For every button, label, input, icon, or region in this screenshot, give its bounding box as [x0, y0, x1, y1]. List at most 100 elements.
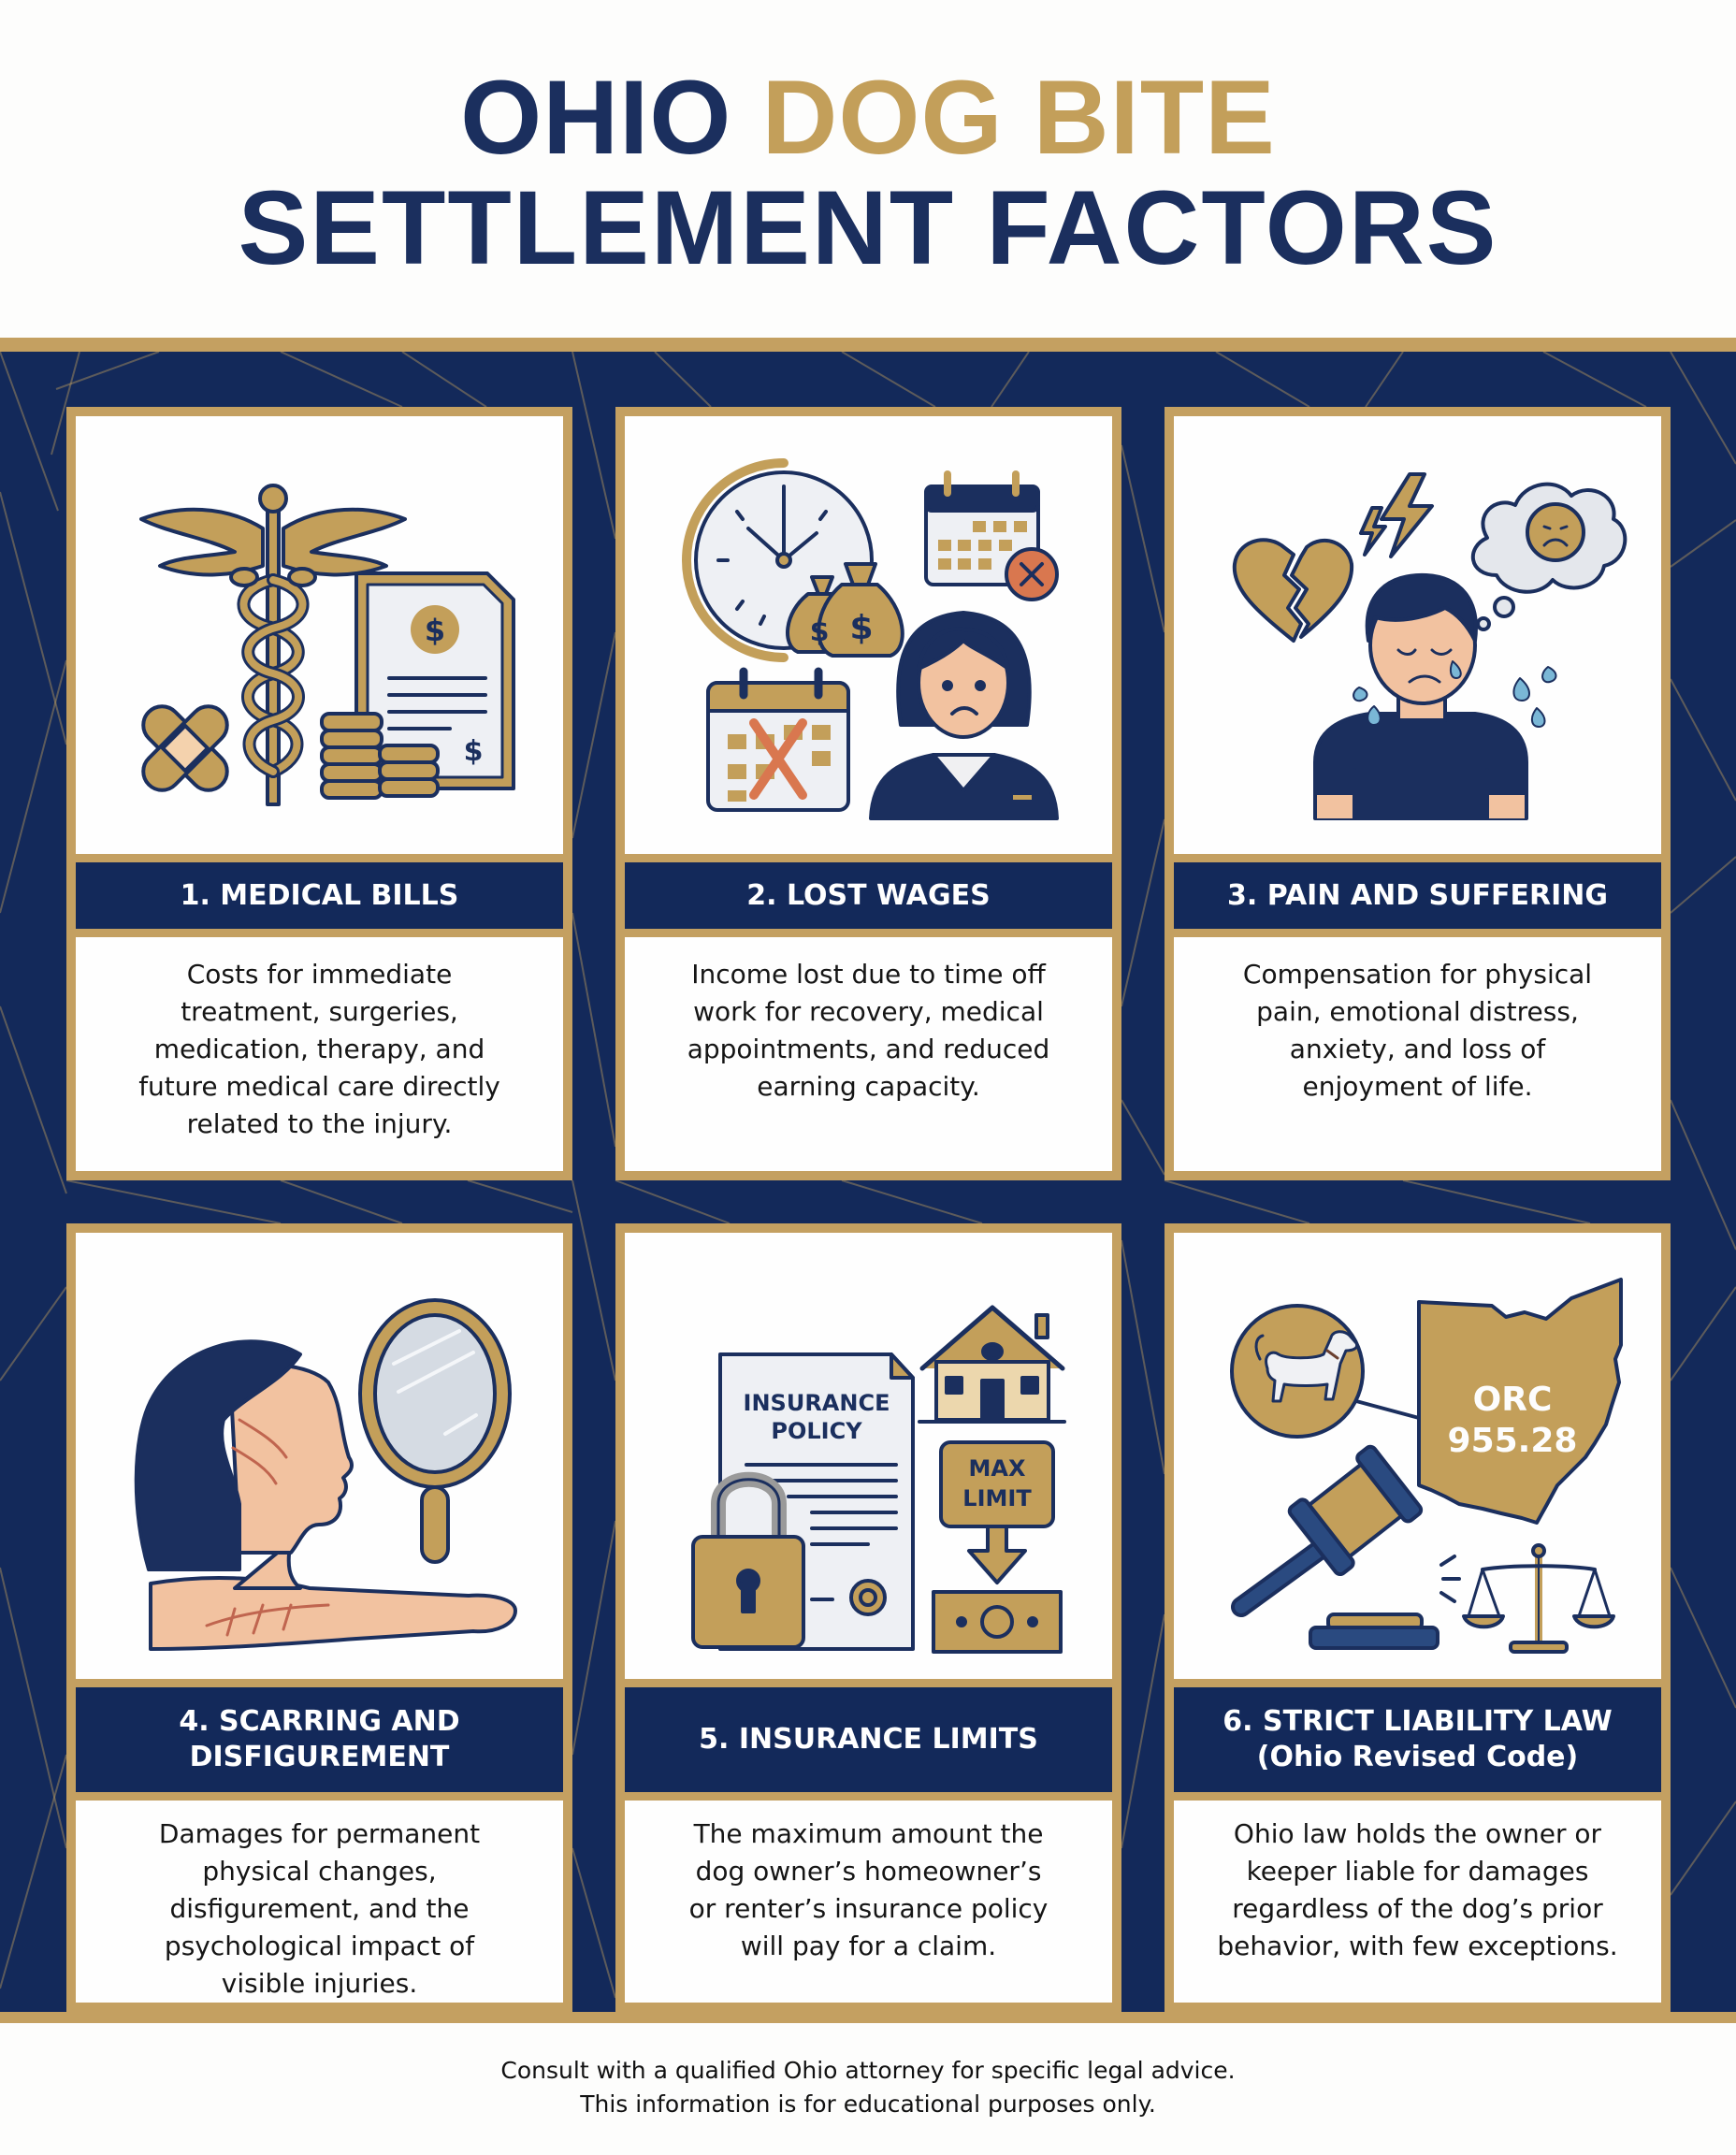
svg-text:$: $ [849, 609, 873, 647]
description-line: pain, emotional distress, [1256, 996, 1579, 1027]
svg-text:955.28: 955.28 [1448, 1422, 1578, 1460]
card-title-line: (Ohio Revised Code) [1256, 1741, 1579, 1773]
card-title-line: 1. MEDICAL BILLS [180, 878, 459, 912]
card-title-line: 3. PAIN AND SUFFERING [1227, 878, 1608, 912]
svg-text:LIMIT: LIMIT [962, 1485, 1032, 1511]
description-line: enjoyment of life. [1302, 1071, 1533, 1102]
coin-stack-icon [320, 712, 440, 800]
caduceus-icon [139, 484, 407, 806]
card-divider [625, 854, 1112, 862]
description-line: future medical care directly [138, 1071, 500, 1102]
factor-card-lost-wages: $ $ [615, 407, 1121, 1180]
card-title-line: 6. STRICT LIABILITY LAW [1222, 1705, 1613, 1738]
max-limit-arrow-icon: MAX LIMIT [939, 1440, 1055, 1584]
broken-heart-icon [1232, 538, 1354, 643]
description-line: dog owner’s homeowner’s [695, 1856, 1042, 1887]
card-divider [76, 854, 563, 862]
geometric-line-pattern [0, 352, 1736, 1999]
card-title: 6. STRICT LIABILITY LAW (Ohio Revised Co… [1174, 1687, 1661, 1792]
svg-text:ORC: ORC [1473, 1381, 1553, 1419]
card-title: 4. SCARRING AND DISFIGUREMENT [76, 1687, 563, 1792]
card-illustration [76, 1233, 563, 1679]
card-illustration: $ $ [76, 416, 563, 854]
card-divider [625, 1679, 1112, 1687]
card-title-line: DISFIGUREMENT [189, 1741, 450, 1773]
factor-card-scarring-disfigurement: 4. SCARRING AND DISFIGUREMENT Damages fo… [66, 1223, 572, 2012]
svg-text:INSURANCE: INSURANCE [744, 1390, 890, 1416]
money-bag-icon: $ $ [786, 562, 904, 658]
top-gold-divider [0, 338, 1736, 352]
description-line: Damages for permanent [158, 1818, 481, 1849]
card-title-line: 5. INSURANCE LIMITS [699, 1723, 1038, 1756]
scales-of-justice-icon [1462, 1543, 1615, 1654]
description-line: related to the injury. [186, 1108, 453, 1139]
disclaimer-line-2: This information is for educational purp… [580, 2090, 1156, 2118]
strict-liability-illustration: ORC 955.28 [1230, 1278, 1623, 1654]
dog-icon [1230, 1304, 1365, 1439]
svg-text:$: $ [810, 615, 830, 648]
card-divider [76, 929, 563, 937]
factor-card-strict-liability: ORC 955.28 [1165, 1223, 1671, 2012]
calendar-x-icon [706, 667, 850, 812]
card-illustration: $ $ [625, 416, 1112, 854]
medical-bill-icon: $ $ [354, 571, 515, 790]
factor-card-pain-and-suffering: 3. PAIN AND SUFFERING Compensation for p… [1165, 407, 1671, 1180]
ohio-map-icon: ORC 955.28 [1417, 1278, 1623, 1525]
card-divider [1174, 1679, 1661, 1687]
svg-text:$: $ [464, 735, 484, 768]
description-line: disfigurement, and the [169, 1893, 470, 1924]
card-description: Damages for permanent physical changes, … [76, 1801, 563, 2003]
description-line: appointments, and reduced [687, 1034, 1050, 1064]
description-line: physical changes, [202, 1856, 437, 1887]
card-divider [625, 929, 1112, 937]
card-divider [1174, 854, 1661, 862]
lightning-icon [1359, 472, 1434, 558]
description-line: The maximum amount the [693, 1818, 1044, 1849]
insurance-limits-illustration: INSURANCE POLICY [691, 1305, 1066, 1654]
padlock-icon [691, 1471, 805, 1649]
description-line: Ohio law holds the owner or [1233, 1818, 1602, 1849]
page-title-line-2: SETTLEMENT FACTORS [238, 169, 1498, 286]
card-illustration: INSURANCE POLICY [625, 1233, 1112, 1679]
card-title: 2. LOST WAGES [625, 862, 1112, 929]
card-description: Income lost due to time off work for rec… [625, 937, 1112, 1171]
description-line: Costs for immediate [186, 959, 453, 990]
card-divider [1174, 1792, 1661, 1801]
svg-text:MAX: MAX [969, 1455, 1026, 1482]
bottom-gold-divider [0, 2012, 1736, 2023]
description-line: treatment, surgeries, [181, 996, 458, 1027]
card-description: Compensation for physical pain, emotiona… [1174, 937, 1661, 1171]
card-title: 5. INSURANCE LIMITS [625, 1687, 1112, 1792]
card-illustration [1174, 416, 1661, 854]
card-title-line: 2. LOST WAGES [746, 878, 991, 912]
hand-mirror-icon [358, 1298, 512, 1564]
house-icon [918, 1305, 1066, 1424]
pain-suffering-illustration [1232, 472, 1628, 820]
medical-bills-illustration: $ $ [139, 484, 515, 806]
description-line: keeper liable for damages [1246, 1856, 1589, 1887]
description-line: Compensation for physical [1242, 959, 1593, 990]
teardrop-icon [1353, 666, 1557, 728]
title-ohio: OHIO [460, 59, 732, 176]
factor-card-insurance-limits: INSURANCE POLICY [615, 1223, 1121, 2012]
card-title: 1. MEDICAL BILLS [76, 862, 563, 929]
calendar-cancel-icon [924, 470, 1059, 601]
cash-bill-icon [932, 1590, 1063, 1654]
card-illustration: ORC 955.28 [1174, 1233, 1661, 1679]
description-line: will pay for a claim. [740, 1931, 997, 1961]
description-line: regardless of the dog’s prior [1232, 1893, 1603, 1924]
sad-thought-cloud-icon [1470, 482, 1628, 631]
gavel-icon [1231, 1444, 1461, 1650]
svg-text:$: $ [425, 613, 445, 648]
description-line: medication, therapy, and [153, 1034, 485, 1064]
card-divider [1174, 929, 1661, 937]
scarring-illustration [134, 1298, 517, 1651]
disclaimer-line-1: Consult with a qualified Ohio attorney f… [500, 2057, 1236, 2084]
card-description: Ohio law holds the owner or keeper liabl… [1174, 1801, 1661, 2003]
description-line: earning capacity. [757, 1071, 980, 1102]
page-title-line-1: OHIO DOG BITE [0, 65, 1736, 170]
description-line: or renter’s insurance policy [688, 1893, 1049, 1924]
factor-card-medical-bills: $ $ 1. MEDICAL BILLS Costs for immediate… [66, 407, 572, 1180]
card-title-line: 4. SCARRING AND [179, 1705, 460, 1738]
card-divider [625, 1792, 1112, 1801]
